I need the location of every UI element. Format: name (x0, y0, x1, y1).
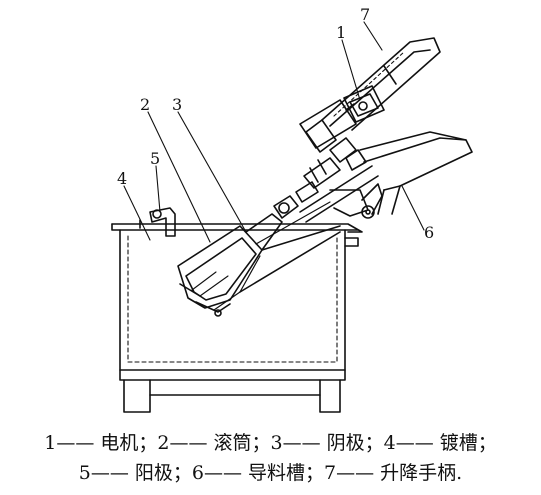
anode (139, 207, 176, 237)
leader-lines (123, 21, 425, 243)
callout-2: 2 (140, 95, 150, 114)
barrel-plating-diagram: 1 2 3 4 5 6 7 (111, 5, 473, 413)
cathode (239, 201, 341, 293)
callout-1: 1 (336, 23, 346, 42)
figure-caption-line-2: 5—— 阳极；6—— 导料槽；7—— 升降手柄. (78, 462, 463, 484)
barrel-drum (177, 225, 263, 317)
callout-4: 4 (117, 169, 127, 188)
lifting-handle (321, 37, 441, 131)
callout-7: 7 (360, 5, 370, 24)
support-frame (273, 99, 383, 223)
callout-3: 3 (172, 95, 182, 114)
guide-chute (359, 131, 473, 215)
plating-tank (111, 223, 363, 413)
callout-6: 6 (424, 223, 434, 242)
figure-caption-line-1: 1—— 电机；2—— 滚筒；3—— 阴极；4—— 镀槽； (44, 432, 497, 454)
motor (343, 85, 385, 123)
callout-5: 5 (150, 149, 160, 168)
